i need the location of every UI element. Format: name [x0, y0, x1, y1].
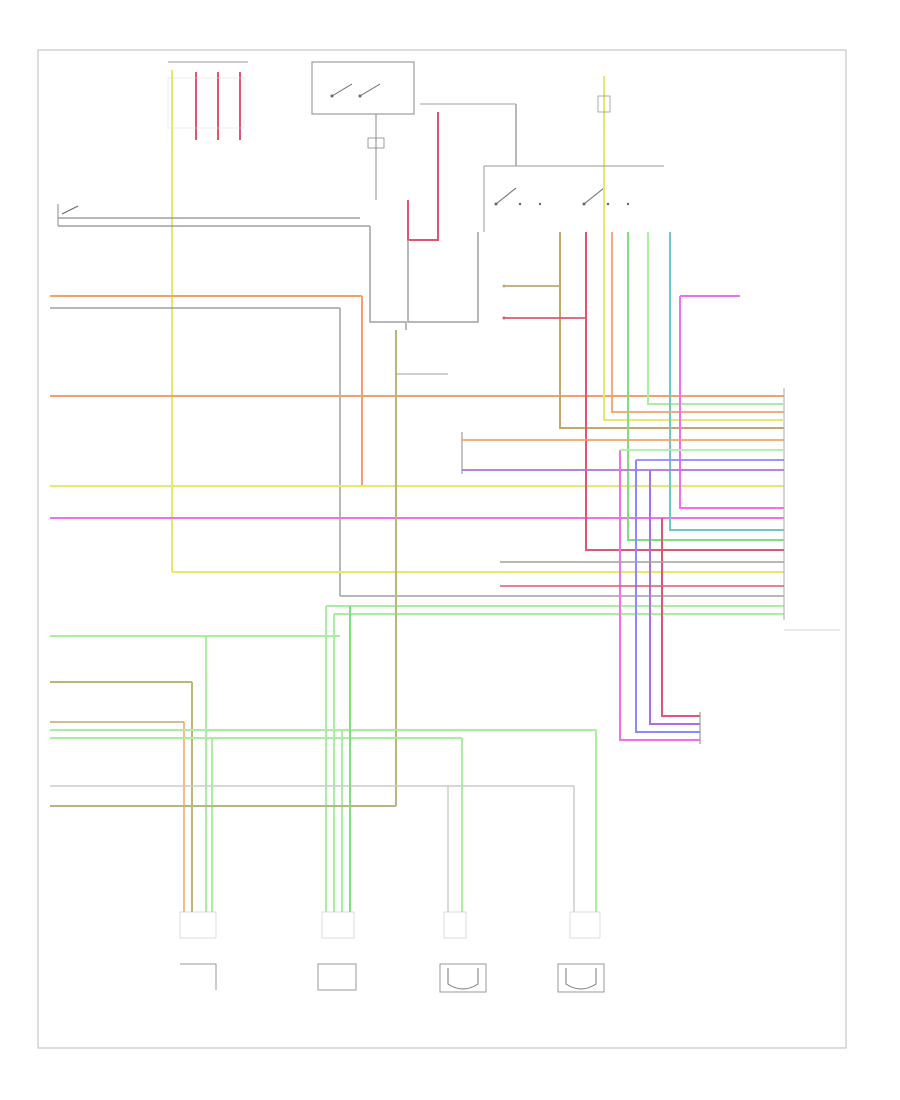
trs-output-wires [559, 180, 784, 551]
bottom-connector-pins [179, 911, 601, 939]
gray-route-center-2 [407, 232, 479, 323]
transmission-range-sensor [420, 103, 664, 232]
lower-sensor-feeds [50, 606, 597, 912]
diagram-border [37, 49, 847, 1049]
pcm-bus-lines [50, 295, 784, 912]
pcm-feed-extra [500, 561, 784, 587]
top-left-connector-group [167, 61, 248, 572]
ignition-switch [311, 61, 415, 200]
red-feed-wire [407, 112, 439, 241]
sensor-ect [557, 963, 605, 993]
hot-in-run-fuse [597, 76, 611, 180]
powertrain-control-module [783, 388, 840, 631]
sensor-iat [439, 963, 487, 993]
generic-electronic-module [619, 449, 784, 744]
instrument-cluster [461, 432, 784, 474]
gray-route-center [369, 226, 407, 330]
clutch-switch [57, 204, 370, 227]
sensor-vss [180, 963, 217, 990]
sensor-tps [317, 963, 357, 991]
center-small-connectors [395, 284, 586, 806]
data-link-connector [679, 295, 784, 509]
